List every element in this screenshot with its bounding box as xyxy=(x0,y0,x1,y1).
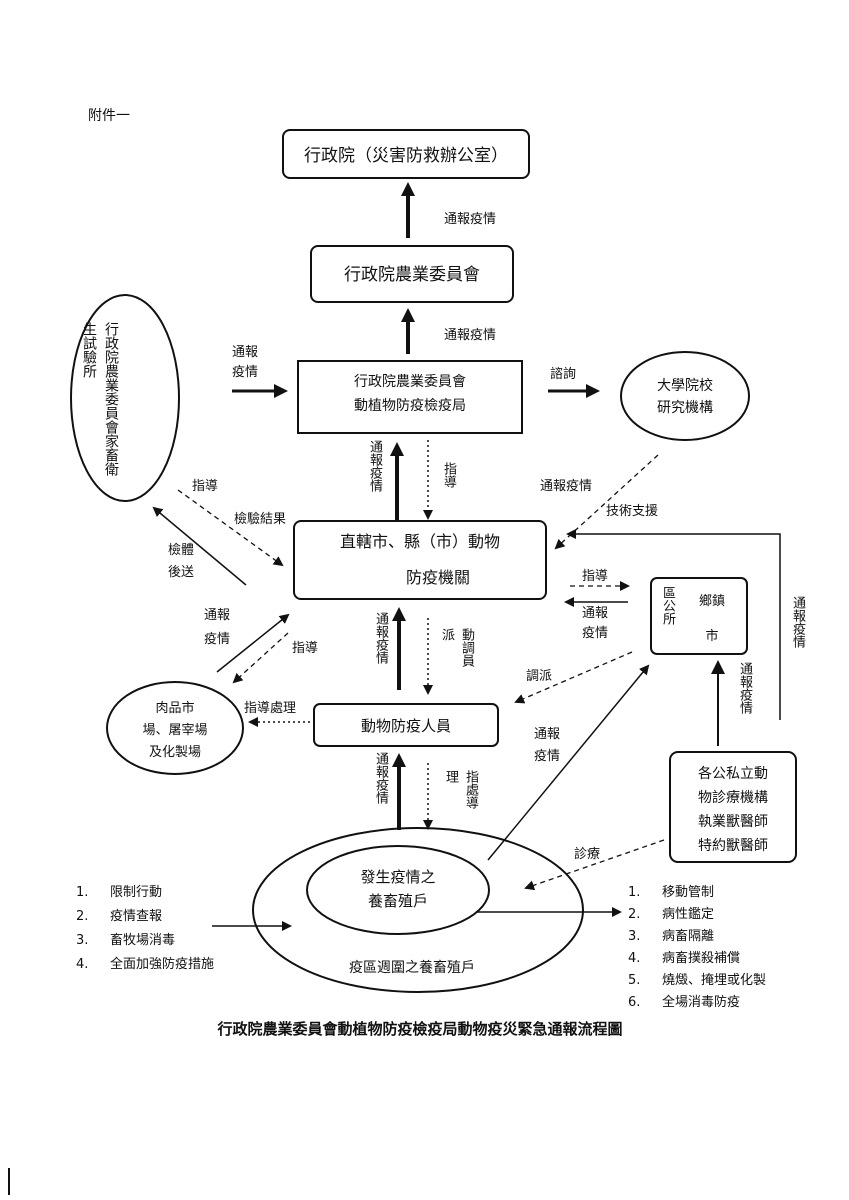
township-label-line1: 鄉鎮 xyxy=(699,593,725,609)
local-agency-box xyxy=(293,520,547,600)
arrow-clinics-to-agency xyxy=(566,529,781,720)
local-agency-label-line1: 直轄市、縣（市）動物 xyxy=(340,532,500,551)
coa-label: 行政院農業委員會 xyxy=(344,265,480,285)
slaughter-label-line1: 肉品市 xyxy=(155,700,194,716)
edge-label-guide-down: 指導 xyxy=(441,462,456,488)
baphiq-box xyxy=(297,360,523,434)
right-measure-number: 4. xyxy=(628,951,640,966)
left-measures-list: 1. 限制行動 2. 疫情查報 3. 畜牧場消毒 4. 全面加強防疫措施 xyxy=(76,885,214,972)
local-agency-label-line2: 防疫機關 xyxy=(406,568,470,587)
clinics-label-line4: 特約獸醫師 xyxy=(698,838,768,854)
clinics-box xyxy=(669,751,797,863)
edge-label-report-farm: 通報疫情 xyxy=(534,727,561,764)
edge-label-diagnose: 診療 xyxy=(574,846,600,862)
left-measure-number: 3. xyxy=(76,933,88,948)
right-measure-number: 5. xyxy=(628,973,640,988)
edge-label-report-univ: 通報疫情 xyxy=(540,478,592,494)
baphiq-label-line1: 行政院農業委員會 xyxy=(354,374,466,390)
left-measure-item: 疫情查報 xyxy=(110,908,162,924)
clinics-label-line1: 各公私立動 xyxy=(698,766,768,782)
edge-label-report-to-agency: 通報疫情 xyxy=(373,612,388,664)
right-measure-number: 1. xyxy=(628,885,640,900)
university-label-line2: 研究機構 xyxy=(657,400,713,416)
surrounding-farms-label: 疫區週圍之養畜殖戶 xyxy=(349,959,475,976)
edge-label-report-left: 通報疫情 xyxy=(232,345,259,380)
arrow-research-guide-agency xyxy=(177,489,284,567)
clinics-label-line2: 物診療機構 xyxy=(698,789,768,806)
edge-label-report-2: 通報疫情 xyxy=(444,327,496,343)
left-measure-item: 全面加強防疫措施 xyxy=(110,956,214,972)
right-measure-number: 2. xyxy=(628,907,640,922)
personnel-label: 動物防疫人員 xyxy=(361,717,451,735)
edge-label-dispatch-township: 調派 xyxy=(526,669,552,684)
right-measure-item: 移動管制 xyxy=(662,885,714,900)
edge-label-guide-left: 指導 xyxy=(192,479,218,494)
attachment-label: 附件一 xyxy=(88,108,130,124)
right-measures-list: 1. 移動管制 2. 病性鑑定 3. 病畜隔離 4. 病畜撲殺補償 5. 燒燬、掩埋或化製 6. 全場… xyxy=(628,885,766,1010)
edge-label-report-personnel: 通報疫情 xyxy=(373,752,388,804)
edge-label-tech-support: 技術支援 xyxy=(606,504,658,519)
left-measure-number: 4. xyxy=(76,957,88,972)
arrow-agency-guide-slaughter xyxy=(232,632,289,684)
left-measure-item: 限制行動 xyxy=(110,885,162,900)
township-label-side: 區公所 xyxy=(660,586,675,625)
livestock-research-label: 行政院農業委員會家畜衛生試驗所 xyxy=(81,322,119,476)
edge-label-report-to-bureau: 通報疫情 xyxy=(367,440,382,492)
executive-yuan-label: 行政院（災害防救辦公室） xyxy=(304,146,508,166)
right-measure-item: 全場消毒防疫 xyxy=(662,994,740,1010)
personnel-box xyxy=(313,703,499,747)
edge-label-test-result: 檢驗結果 xyxy=(234,511,286,527)
right-measure-item: 病性鑑定 xyxy=(662,906,714,922)
edge-label-consult: 諮詢 xyxy=(550,366,576,382)
arrow-farm-to-township xyxy=(487,664,650,861)
edge-label-report-clinic-right: 通報疫情 xyxy=(790,596,805,648)
coa-box xyxy=(310,245,514,303)
farm-label-line1: 發生疫情之 xyxy=(360,868,435,886)
clinics-label-line3: 執業獸醫師 xyxy=(698,814,768,830)
livestock-research-ellipse xyxy=(70,294,180,502)
township-label-line2: 市 xyxy=(705,628,718,644)
arrow-slaughter-to-agency xyxy=(216,613,290,673)
farm-label-line2: 養畜殖戶 xyxy=(368,892,428,910)
edge-label-sample-send: 檢體後送 xyxy=(168,543,195,580)
edge-label-guide-process: 指處導理 xyxy=(443,770,478,809)
baphiq-label-line2: 動植物防疫檢疫局 xyxy=(354,397,466,414)
farm-ellipse xyxy=(306,845,490,935)
right-measure-item: 病畜撲殺補償 xyxy=(662,950,740,966)
edge-label-report-clinic: 通報疫情 xyxy=(737,662,752,714)
township-box xyxy=(650,577,748,655)
arrow-township-dispatch-personnel xyxy=(514,651,633,704)
left-measure-item: 畜牧場消毒 xyxy=(110,932,175,948)
right-measure-item: 病畜隔離 xyxy=(662,928,714,944)
executive-yuan-box xyxy=(282,129,530,179)
right-measure-number: 6. xyxy=(628,995,640,1010)
slaughter-ellipse xyxy=(106,681,244,775)
slaughter-label-line2: 場、屠宰場 xyxy=(142,722,207,738)
right-measure-item: 燒燬、掩埋或化製 xyxy=(662,973,766,988)
edge-label-guide-township: 指導 xyxy=(582,569,608,584)
university-label-line1: 大學院校 xyxy=(657,377,713,394)
edge-label-report-township: 通報疫情 xyxy=(582,606,609,641)
right-measure-number: 3. xyxy=(628,929,640,944)
surrounding-farms-ellipse xyxy=(252,827,584,993)
edge-label-guide-handle: 指導處理 xyxy=(244,701,296,716)
edge-label-report-1: 通報疫情 xyxy=(444,211,496,227)
arrow-clinics-diagnose-farm xyxy=(524,839,665,891)
arrow-agency-to-research xyxy=(152,506,247,586)
university-ellipse xyxy=(620,351,750,441)
left-measure-number: 2. xyxy=(76,909,88,924)
flowchart-title: 行政院農業委員會動植物防疫檢疫局動物疫災緊急通報流程圖 xyxy=(216,1020,622,1038)
edge-label-dispatch: 動調員派 xyxy=(439,628,474,667)
left-measure-number: 1. xyxy=(76,885,88,900)
edge-label-guide-slaughter: 指導 xyxy=(292,641,318,656)
edge-label-report-slaughter: 通報疫情 xyxy=(204,608,231,646)
slaughter-label-line3: 及化製場 xyxy=(149,745,201,760)
